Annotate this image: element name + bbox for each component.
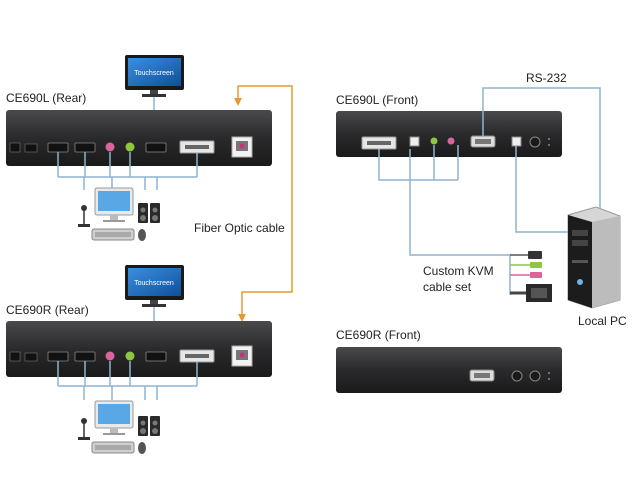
rs232-label: RS-232 <box>526 71 567 85</box>
fiber-optic-cable <box>234 85 293 322</box>
local-pc-label: Local PC <box>578 314 627 328</box>
ce690r-front-device <box>336 347 562 393</box>
ce690l-rear-device <box>6 110 272 166</box>
front-cables <box>378 87 601 256</box>
rear-l-cables <box>57 152 198 190</box>
custom-kvm-cable-set <box>509 251 552 302</box>
ce690r-front-label: CE690R (Front) <box>336 328 421 342</box>
peripherals-bottom <box>78 400 160 454</box>
ce690r-rear-label: CE690R (Rear) <box>6 303 89 317</box>
touchscreen-bottom: Touchscreen <box>125 265 184 307</box>
kvm-cable-label-line1: Custom KVM <box>423 264 494 278</box>
peripherals-top <box>78 187 160 241</box>
ce690l-rear-label: CE690L (Rear) <box>6 91 86 105</box>
rear-r-cables <box>57 361 198 400</box>
ce690l-front-label: CE690L (Front) <box>336 93 418 107</box>
touchscreen-label: Touchscreen <box>134 280 174 287</box>
ce690l-front-device <box>336 111 562 157</box>
local-pc-icon <box>567 206 621 309</box>
kvm-cable-label-line2: cable set <box>423 280 472 294</box>
fiber-optic-label: Fiber Optic cable <box>194 221 285 235</box>
ce690r-rear-device <box>6 321 272 377</box>
touchscreen-top: Touchscreen <box>125 55 184 97</box>
touchscreen-label: Touchscreen <box>134 70 174 77</box>
